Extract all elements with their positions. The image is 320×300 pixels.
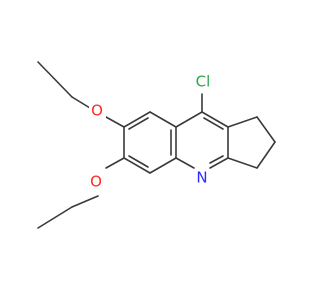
bond-o-bottom-ch2	[71, 195, 99, 208]
bond-c9-n	[209, 157, 229, 169]
bond-c6-c7	[175, 111, 203, 128]
bond-c4-c5	[149, 157, 177, 174]
atom-chlorine-label: Cl	[196, 73, 211, 91]
bond-inner-b1	[203, 117, 224, 130]
bond-c3-c4	[123, 157, 151, 174]
bond-inner-a2	[128, 155, 149, 168]
atom-oxygen-bottom-label: O	[90, 173, 102, 191]
bond-c8-c10	[227, 116, 258, 128]
bond-inner-b2	[209, 155, 224, 164]
bond-c12-c9	[227, 157, 258, 169]
molecule-svg: Cl O O N	[37, 61, 276, 229]
bond-ch2-ch3-top	[37, 61, 73, 98]
bond-c2-o-top	[105, 116, 125, 128]
atom-oxygen-top-label: O	[91, 102, 103, 120]
bond-c7-c8	[201, 111, 229, 128]
bond-c11-c12	[256, 141, 276, 169]
bond-o-top-ch2	[71, 96, 91, 109]
bond-n-c5	[175, 157, 195, 169]
chemical-structure-diagram: Cl O O N	[37, 61, 276, 229]
bond-c6-c1	[149, 111, 177, 128]
bond-ch2-ch3-bottom	[37, 206, 73, 229]
bond-inner-a1	[128, 117, 149, 130]
bond-c3-o-bottom	[105, 157, 125, 169]
atom-nitrogen-label: N	[196, 169, 207, 187]
bond-c10-c11	[256, 116, 276, 143]
bond-c1-c2	[123, 111, 151, 128]
